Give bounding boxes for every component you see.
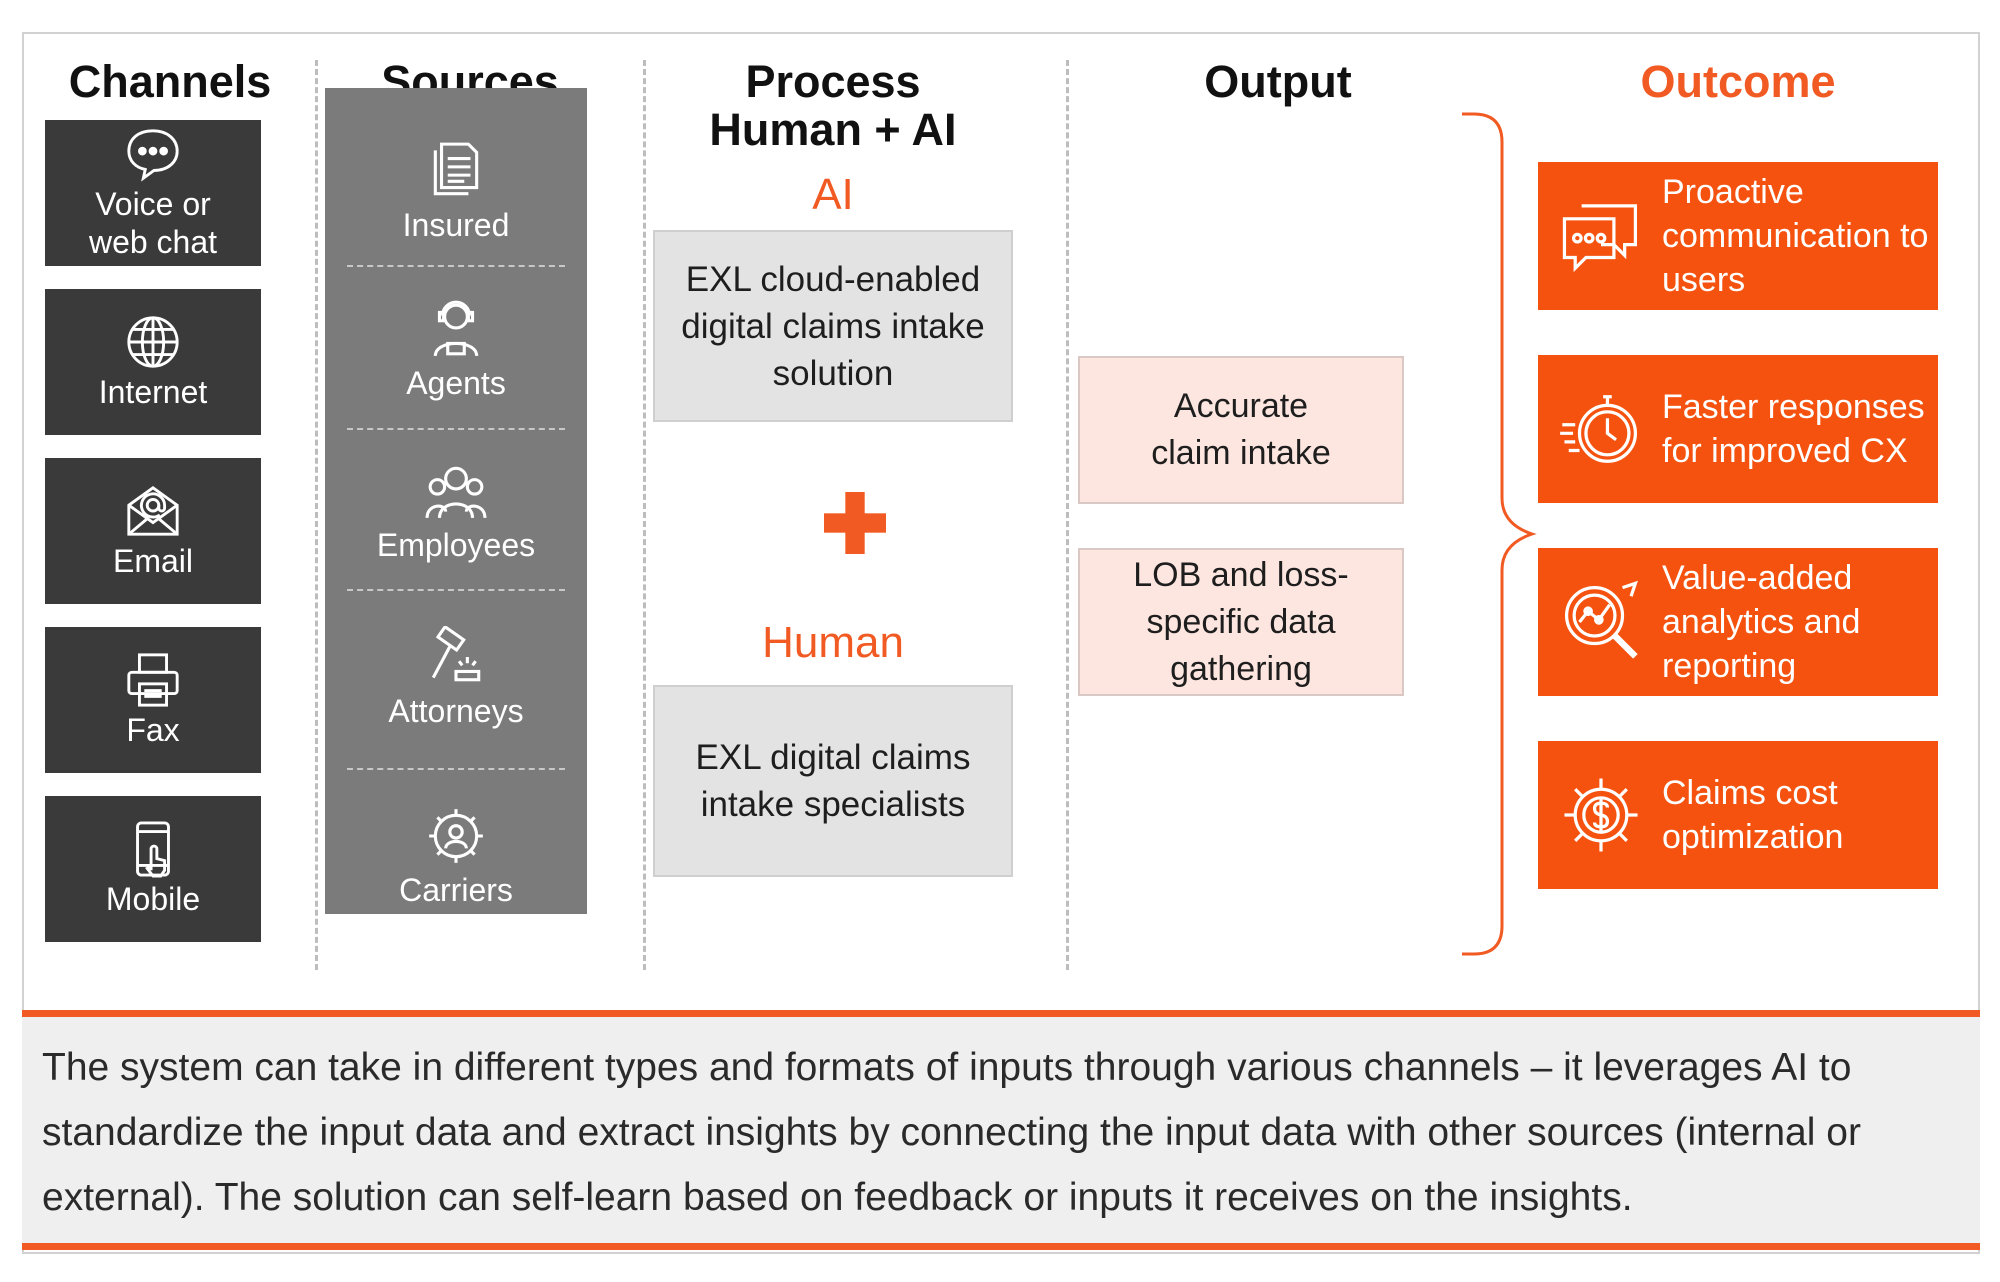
- divider-1: [315, 60, 318, 970]
- source-attorneys: Attorneys: [325, 626, 587, 730]
- description-footer: The system can take in different types a…: [22, 1010, 1980, 1250]
- source-separator: [347, 768, 565, 770]
- human-specialists-box: EXL digital claims intake specialists: [653, 685, 1013, 877]
- outcome-label: Value-added analytics and reporting: [1662, 559, 1861, 685]
- divider-2: [643, 60, 646, 970]
- outcome-label: Claims cost optimization: [1662, 774, 1844, 856]
- source-label: Employees: [376, 527, 536, 563]
- mobile-touch-icon: [136, 821, 170, 878]
- channels-heading: Channels: [68, 56, 272, 107]
- outcome-heading: Outcome: [1640, 56, 1836, 107]
- channel-label: Mobile: [105, 881, 201, 917]
- outcome-proactive-communication: Proactive communication to users: [1538, 162, 1938, 310]
- divider-3: [1066, 60, 1069, 970]
- envelope-icon: [127, 486, 179, 536]
- output-heading: Output: [1204, 56, 1352, 107]
- source-agents: Agents: [325, 298, 587, 402]
- source-label: Carriers: [399, 872, 513, 908]
- channel-fax: Fax: [45, 627, 261, 773]
- source-separator: [347, 428, 565, 430]
- channel-mobile: Mobile: [45, 796, 261, 942]
- channel-label: Fax: [126, 712, 180, 748]
- source-separator: [347, 265, 565, 267]
- channel-label: Internet: [98, 374, 208, 410]
- source-label: Agents: [406, 365, 506, 401]
- output-lob-data-gathering: LOB and loss-specific data gathering: [1078, 548, 1404, 696]
- documents-icon: [433, 142, 479, 196]
- agent-icon: [433, 300, 479, 357]
- source-label: Attorneys: [388, 693, 524, 729]
- outcome-label: Faster responses for improved CX: [1662, 388, 1925, 470]
- group-icon: [425, 466, 487, 519]
- channel-internet: Internet: [45, 289, 261, 435]
- outcome-value-added-analytics: Value-added analytics and reporting: [1538, 548, 1938, 696]
- human-label: Human: [762, 618, 904, 667]
- channel-email: Email: [45, 458, 261, 604]
- stopwatch-icon: [1560, 395, 1638, 463]
- ai-solution-box: EXL cloud-enabled digital claims intake …: [653, 230, 1013, 422]
- chat-bubble-icon: [127, 129, 179, 182]
- source-carriers: Carriers: [325, 805, 587, 909]
- process-heading-line1: Process: [745, 56, 921, 107]
- outcome-claims-cost-optimization: Claims cost optimization: [1538, 741, 1938, 889]
- gear-person-icon: [429, 809, 483, 863]
- sources-panel: [325, 88, 587, 914]
- source-label: Insured: [402, 207, 510, 243]
- process-heading: Process Human + AI: [653, 58, 1013, 154]
- gavel-icon: [431, 626, 481, 682]
- plus-icon: [824, 492, 886, 554]
- channel-label: Email: [112, 543, 193, 579]
- gear-dollar-icon: [1564, 778, 1638, 852]
- fax-icon: [127, 653, 179, 707]
- source-insured: Insured: [325, 140, 587, 244]
- globe-icon: [127, 316, 179, 368]
- channel-label: Voice or web chat: [88, 186, 218, 260]
- source-separator: [347, 589, 565, 591]
- analytics-magnifier-icon: [1564, 580, 1638, 659]
- chat-bubbles-icon: [1562, 204, 1638, 273]
- outcome-label: Proactive communication to users: [1662, 173, 1929, 299]
- outcome-brace: [1462, 112, 1537, 956]
- channel-voice-web-chat: Voice or web chat: [45, 120, 261, 266]
- output-accurate-claim-intake: Accurate claim intake: [1078, 356, 1404, 504]
- process-heading-line2: Human + AI: [709, 104, 957, 155]
- outcome-faster-responses: Faster responses for improved CX: [1538, 355, 1938, 503]
- ai-label: AI: [812, 170, 854, 219]
- source-employees: Employees: [325, 460, 587, 564]
